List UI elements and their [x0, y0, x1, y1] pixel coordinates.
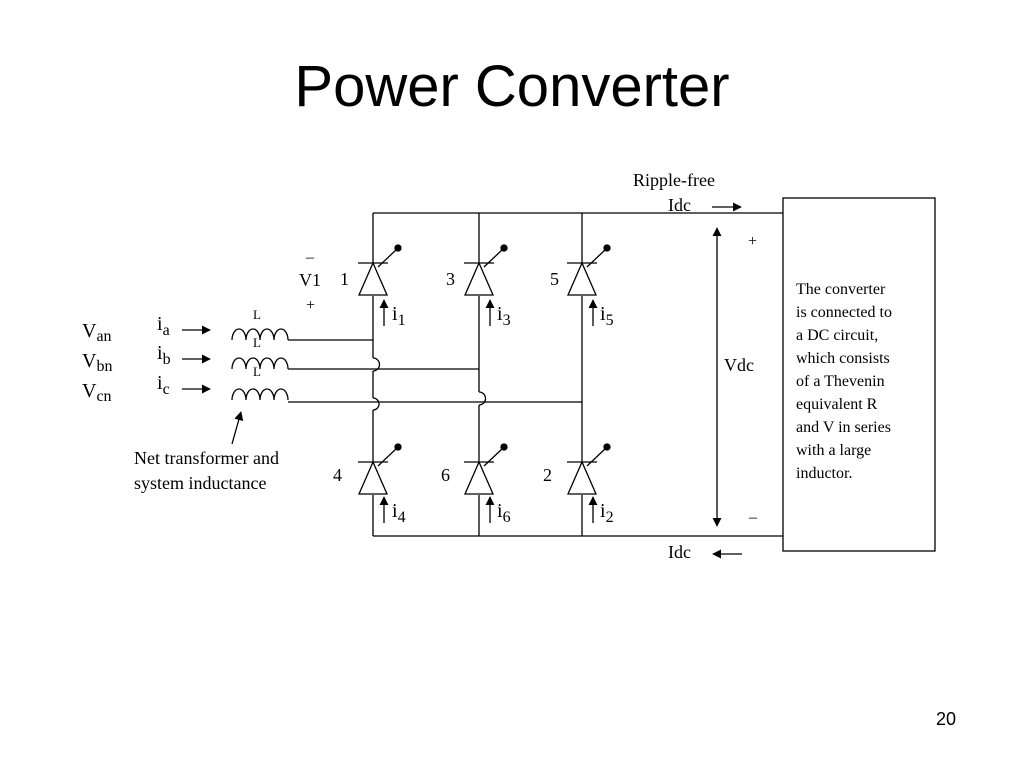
thyristor-6-current: i6: [497, 500, 511, 526]
vdc-label: Vdc: [724, 355, 754, 375]
v1-label: V1: [299, 270, 321, 290]
source-current-c: ic: [157, 372, 170, 398]
note-line: a DC circuit,: [796, 327, 879, 344]
source-voltage-b: Vbn: [82, 350, 112, 375]
dc-circuit-box: [782, 197, 936, 552]
idc-top-label: Idc: [668, 195, 691, 215]
note-line: The converter: [796, 281, 886, 298]
thyristor-6: [464, 443, 508, 495]
thyristor-1-number: 1: [340, 269, 349, 289]
note-line: is connected to: [796, 304, 892, 321]
thyristor-3-number: 3: [446, 269, 455, 289]
plus-label: +: [748, 233, 757, 250]
thyristor-1-current: i1: [392, 303, 406, 329]
inductor-a: [231, 328, 289, 341]
leg-1-crossover-c: [372, 397, 380, 411]
thyristor-2-number: 2: [543, 465, 552, 485]
page-number: 20: [936, 709, 957, 729]
thyristor-5-current: i5: [600, 303, 614, 329]
dc-circuit-note: The converter is connected to a DC circu…: [796, 278, 930, 485]
thyristor-5-number: 5: [550, 269, 559, 289]
thyristor-3-current: i3: [497, 303, 511, 329]
caption-line-1: Net transformer and: [134, 448, 279, 468]
inductor-a-label: L: [253, 307, 261, 322]
v1-minus-label: –: [305, 249, 315, 266]
note-line: with a large: [796, 442, 872, 459]
idc-bottom-label: Idc: [668, 542, 691, 562]
v1-plus-label: +: [306, 297, 315, 314]
note-line: inductor.: [796, 465, 853, 482]
thyristor-4: [358, 443, 402, 495]
slide-title: Power Converter: [294, 54, 730, 119]
thyristor-4-current: i4: [392, 500, 406, 526]
minus-label: –: [748, 509, 758, 526]
thyristor-2-current: i2: [600, 500, 614, 526]
inductor-c-label: L: [253, 364, 261, 379]
note-line: and V in series: [796, 419, 891, 436]
note-line: which consists: [796, 350, 890, 367]
leg-2-crossover-c: [478, 391, 487, 406]
thyristor-1: [358, 244, 402, 296]
source-current-a: ia: [157, 313, 170, 339]
source-voltage-c: Vcn: [82, 380, 112, 405]
caption-pointer-arrow: [231, 411, 244, 445]
thyristor-5: [567, 244, 611, 296]
source-voltage-a: Van: [82, 320, 112, 345]
thyristor-2: [567, 443, 611, 495]
leg-1-crossover-b: [372, 357, 381, 372]
note-line: of a Thevenin: [796, 373, 885, 390]
ripple-free-label: Ripple-free: [633, 170, 715, 190]
inductor-b: [231, 357, 289, 370]
inductance-caption: Net transformer and system inductance: [134, 446, 279, 496]
thyristor-3: [464, 244, 508, 296]
inductor-c: [231, 388, 289, 401]
inductor-b-label: L: [253, 335, 261, 350]
caption-line-2: system inductance: [134, 473, 267, 493]
source-current-b: ib: [157, 342, 171, 368]
thyristor-4-number: 4: [333, 465, 342, 485]
thyristor-6-number: 6: [441, 465, 450, 485]
note-line: equivalent R: [796, 396, 878, 413]
